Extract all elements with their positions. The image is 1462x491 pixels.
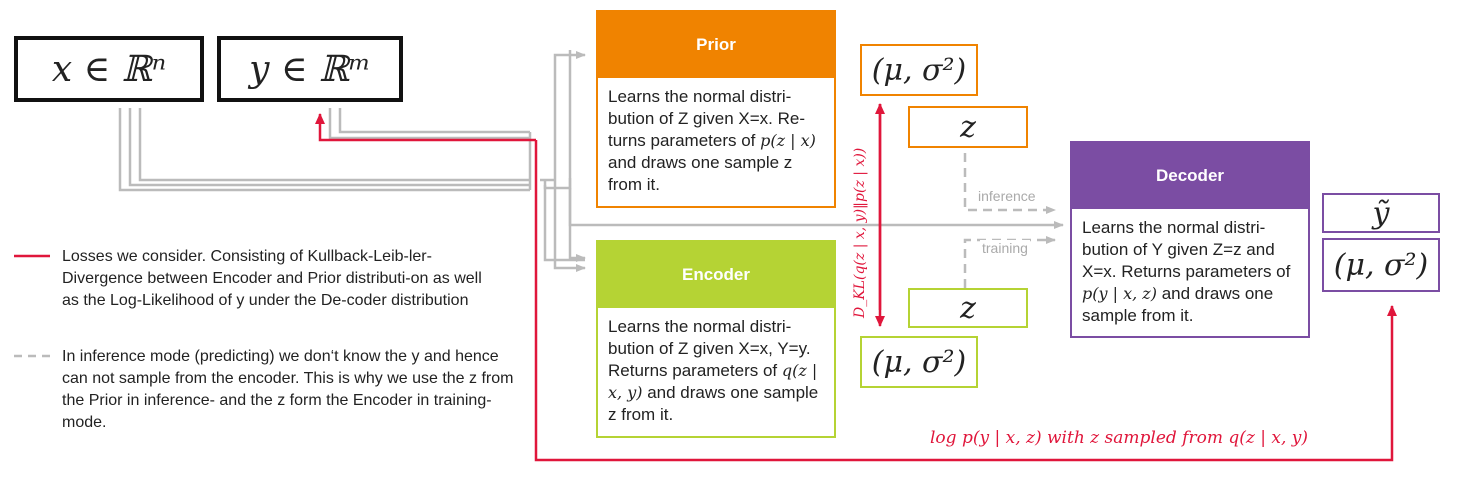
- decoder-panel: Decoder Learns the normal distri-bution …: [1070, 141, 1310, 338]
- decoder-ytilde-label: ỹ: [1372, 195, 1390, 231]
- inference-label: inference: [976, 188, 1038, 204]
- decoder-title: Decoder: [1072, 143, 1308, 209]
- prior-title: Prior: [598, 12, 834, 78]
- loss-lines: [315, 103, 1397, 462]
- decoder-params-label: (μ, σ²): [1333, 247, 1429, 283]
- encoder-params-box: (μ, σ²): [860, 336, 978, 388]
- x-input-box: x ∈ ℝⁿ: [14, 36, 204, 102]
- legend-loss-text: Losses we consider. Consisting of Kullba…: [62, 248, 482, 309]
- x-input-label: x ∈ ℝⁿ: [51, 48, 167, 90]
- encoder-title: Encoder: [598, 242, 834, 308]
- input-flow-lines: [118, 108, 555, 192]
- prior-tail-text: and draws one sample z from it.: [608, 153, 793, 194]
- decoder-description: Learns the normal distri-bution of Y giv…: [1072, 209, 1308, 333]
- encoder-tail-text: and draws one sample z from it.: [608, 383, 819, 424]
- prior-body-text: Learns the normal distri-bution of Z giv…: [608, 87, 806, 150]
- bus-lines: [543, 50, 1064, 272]
- decoder-body-text: Learns the normal distri-bution of Y giv…: [1082, 218, 1291, 281]
- encoder-body-text: Learns the normal distri-bution of Z giv…: [608, 317, 811, 380]
- prior-panel: Prior Learns the normal distri-bution of…: [596, 10, 836, 208]
- prior-z-label: z: [960, 109, 976, 145]
- prior-z-box: z: [908, 106, 1028, 148]
- prior-params-box: (μ, σ²): [860, 44, 978, 96]
- log-likelihood-label: log p(y | x, z) with z sampled from q(z …: [930, 428, 1308, 448]
- decoder-tail-text: and draws one sample from it.: [1082, 284, 1274, 325]
- encoder-params-label: (μ, σ²): [871, 344, 967, 380]
- decoder-formula: p(y | x, z): [1082, 284, 1157, 303]
- encoder-z-label: z: [960, 290, 976, 326]
- legend-dashed-text: In inference mode (predicting) we don‘t …: [62, 348, 514, 431]
- training-label: training: [980, 240, 1030, 256]
- encoder-z-box: z: [908, 288, 1028, 328]
- prior-description: Learns the normal distri-bution of Z giv…: [598, 78, 834, 202]
- prior-params-label: (μ, σ²): [871, 52, 967, 88]
- y-input-label: y ∈ ℝᵐ: [249, 48, 371, 90]
- encoder-description: Learns the normal distri-bution of Z giv…: [598, 308, 834, 432]
- dashed-z-lines: [963, 153, 1056, 288]
- encoder-formula: q(z | x, y): [608, 361, 818, 402]
- decoder-params-box: (μ, σ²): [1322, 238, 1440, 292]
- encoder-panel: Encoder Learns the normal distri-bution …: [596, 240, 836, 438]
- y-input-box: y ∈ ℝᵐ: [217, 36, 403, 102]
- kl-divergence-label: D_KL(q(z | x, y)‖p(z | x)): [852, 148, 868, 319]
- prior-formula: p(z | x): [760, 131, 816, 150]
- decoder-ytilde-box: ỹ: [1322, 193, 1440, 233]
